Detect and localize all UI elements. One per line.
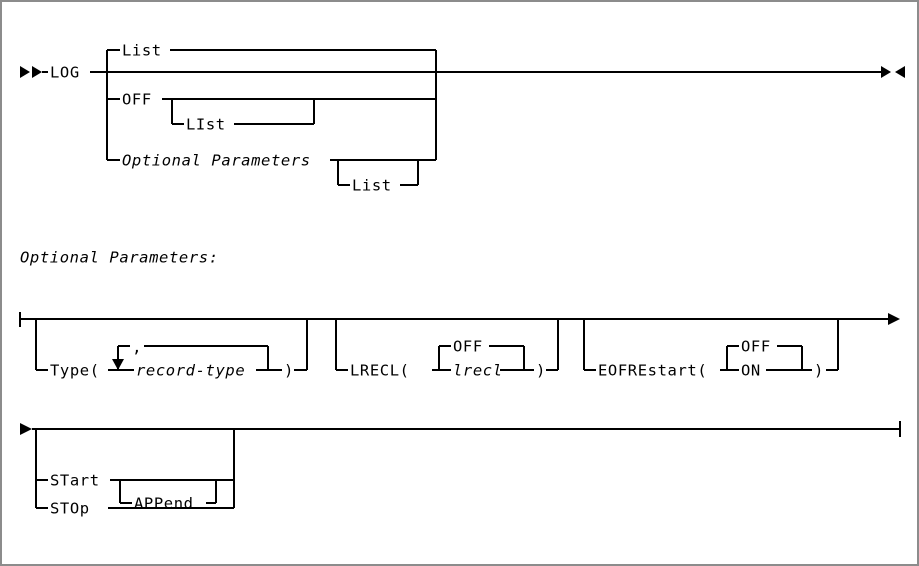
- option-list-under-off: LIst: [186, 116, 226, 134]
- keyword-log: LOG: [50, 64, 80, 82]
- option-list-under-optional: List: [352, 177, 392, 195]
- group-eofrestart: EOFREstart( OFF ON ): [583, 319, 839, 380]
- branch-off: OFF LIst: [107, 91, 436, 134]
- option-off: OFF: [122, 91, 152, 109]
- group-type: Type( , record-type ): [35, 319, 308, 380]
- operand-record-type: record-type: [136, 362, 245, 380]
- loop-return-arrow-icon: [112, 359, 124, 370]
- option-optional-parameters: Optional Parameters: [122, 152, 311, 170]
- choice-lrecl-off: OFF: [453, 338, 483, 356]
- option-list-top: List: [122, 42, 162, 60]
- choice-lrecl-value: lrecl: [453, 362, 503, 380]
- label-lrecl-close: ): [536, 362, 546, 380]
- optional-parameters-row-1: Type( , record-type ): [19, 312, 900, 380]
- choice-eofrestart-on: ON: [741, 362, 761, 380]
- row1-end-arrow-icon: [888, 313, 900, 325]
- branch-optional-parameters: Optional Parameters List: [107, 152, 436, 195]
- section-heading-optional-parameters: Optional Parameters:: [20, 249, 219, 267]
- main-fragment: LOG List OFF: [20, 42, 905, 195]
- branch-stop: STOp: [36, 500, 234, 518]
- option-stop: STOp: [50, 500, 90, 518]
- choice-eofrestart-off: OFF: [741, 338, 771, 356]
- option-start: STart: [50, 472, 100, 490]
- label-eofrestart-close: ): [814, 362, 824, 380]
- optional-parameters-row-2: STart APPend STOp: [20, 421, 901, 518]
- label-type-open: Type(: [50, 362, 100, 380]
- group-lrecl: LRECL( OFF lrecl ): [335, 319, 559, 380]
- start-marker-icon: [20, 66, 42, 78]
- label-eofrestart-open: EOFREstart(: [598, 362, 707, 380]
- row2-start-arrow-icon: [20, 423, 32, 435]
- option-append: APPend: [134, 495, 194, 513]
- label-type-close: ): [284, 362, 294, 380]
- branch-list-top: List: [107, 42, 436, 60]
- loop-separator-comma: ,: [132, 338, 142, 357]
- end-marker-icon: [881, 66, 905, 78]
- label-lrecl-open: LRECL(: [350, 362, 410, 380]
